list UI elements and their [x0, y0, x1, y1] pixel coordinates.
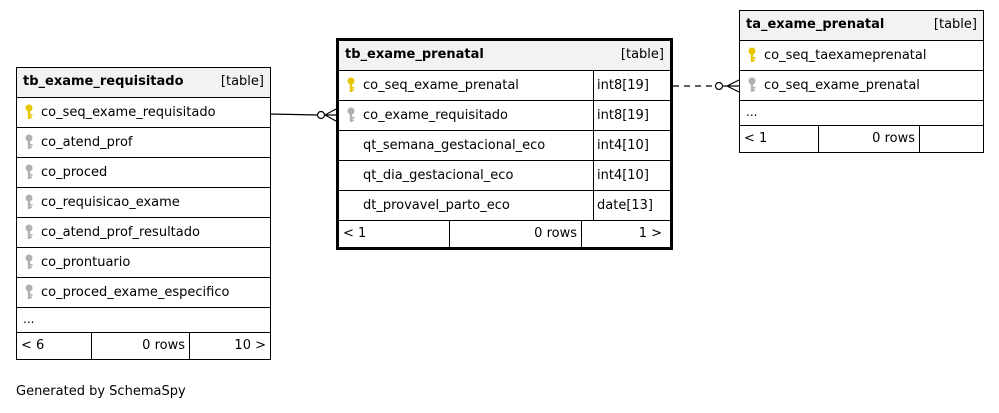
- column-name: co_seq_exame_prenatal: [363, 78, 519, 93]
- column-row[interactable]: qt_semana_gestacional_eco int4[10]: [339, 131, 670, 161]
- table-kind: [table]: [620, 47, 664, 62]
- column-row[interactable]: co_requisicao_exame: [17, 188, 270, 218]
- row-count: 0 rows: [534, 226, 577, 241]
- column-row[interactable]: qt_dia_gestacional_eco int4[10]: [339, 161, 670, 191]
- column-row[interactable]: co_prontuario: [17, 248, 270, 278]
- ellipsis-row: ...: [17, 308, 270, 333]
- foreign-key-icon: [25, 134, 33, 149]
- parents-count[interactable]: < 1: [343, 226, 367, 241]
- row-count: 0 rows: [142, 338, 185, 353]
- foreign-key-icon: [25, 224, 33, 239]
- table-footer: < 1 0 rows: [740, 126, 983, 152]
- column-name: co_proced_exame_especifico: [41, 285, 230, 300]
- table-footer: < 1 0 rows 1 >: [339, 221, 670, 247]
- table-ta-exame-prenatal[interactable]: ta_exame_prenatal [table] co_seq_taexame…: [739, 10, 984, 153]
- column-name: co_prontuario: [41, 255, 131, 270]
- column-type: int4[10]: [597, 138, 649, 153]
- table-kind: [table]: [933, 17, 977, 32]
- table-header: ta_exame_prenatal [table]: [740, 11, 983, 41]
- column-name: co_exame_requisitado: [363, 108, 509, 123]
- column-row[interactable]: co_atend_prof: [17, 128, 270, 158]
- column-row[interactable]: co_atend_prof_resultado: [17, 218, 270, 248]
- column-row[interactable]: co_proced: [17, 158, 270, 188]
- column-name: co_seq_exame_requisitado: [41, 105, 216, 120]
- children-count[interactable]: 10 >: [234, 338, 266, 353]
- primary-key-icon: [25, 104, 33, 119]
- column-type: int8[19]: [597, 108, 649, 123]
- table-header: tb_exame_prenatal [table]: [339, 41, 670, 71]
- foreign-key-icon: [25, 194, 33, 209]
- ellipsis-row: ...: [740, 101, 983, 126]
- foreign-key-icon: [25, 284, 33, 299]
- column-name: co_proced: [41, 165, 108, 180]
- column-row[interactable]: co_seq_exame_requisitado: [17, 98, 270, 128]
- foreign-key-icon: [748, 77, 756, 92]
- column-name: co_seq_taexameprenatal: [764, 48, 927, 63]
- table-name: ta_exame_prenatal: [746, 17, 885, 32]
- column-type: date[13]: [597, 198, 653, 213]
- foreign-key-icon: [25, 164, 33, 179]
- relationship-crowfoot: [324, 108, 337, 122]
- column-row[interactable]: co_proced_exame_especifico: [17, 278, 270, 308]
- relationship-optional-circle: [714, 81, 724, 91]
- parents-count[interactable]: < 1: [744, 131, 768, 146]
- foreign-key-icon: [347, 107, 355, 122]
- column-type: int8[19]: [597, 78, 649, 93]
- column-row[interactable]: co_exame_requisitado int8[19]: [339, 101, 670, 131]
- column-row[interactable]: co_seq_exame_prenatal: [740, 71, 983, 101]
- children-count[interactable]: 1 >: [638, 226, 662, 241]
- column-name: co_atend_prof_resultado: [41, 225, 200, 240]
- column-row[interactable]: co_seq_exame_prenatal int8[19]: [339, 71, 670, 101]
- relationship-optional-circle: [316, 110, 326, 120]
- table-name: tb_exame_requisitado: [23, 74, 184, 89]
- column-name: co_requisicao_exame: [41, 195, 180, 210]
- column-row[interactable]: co_seq_taexameprenatal: [740, 41, 983, 71]
- table-footer: < 6 0 rows 10 >: [17, 333, 270, 359]
- relationship-crowfoot: [723, 79, 740, 93]
- relationship-requisitado-prenatal: [269, 113, 319, 116]
- foreign-key-icon: [25, 254, 33, 269]
- table-kind: [table]: [220, 74, 264, 89]
- column-type: int4[10]: [597, 168, 649, 183]
- column-name: co_atend_prof: [41, 135, 133, 150]
- column-row[interactable]: dt_provavel_parto_eco date[13]: [339, 191, 670, 221]
- table-header: tb_exame_requisitado [table]: [17, 68, 270, 98]
- primary-key-icon: [748, 47, 756, 62]
- primary-key-icon: [347, 77, 355, 92]
- column-name: qt_dia_gestacional_eco: [363, 168, 514, 183]
- column-name: qt_semana_gestacional_eco: [363, 138, 546, 153]
- table-name: tb_exame_prenatal: [345, 47, 484, 62]
- table-tb-exame-prenatal[interactable]: tb_exame_prenatal [table] co_seq_exame_p…: [336, 38, 673, 250]
- parents-count[interactable]: < 6: [21, 338, 45, 353]
- column-name: co_seq_exame_prenatal: [764, 78, 920, 93]
- table-tb-exame-requisitado[interactable]: tb_exame_requisitado [table] co_seq_exam…: [16, 67, 271, 360]
- generated-by-credit: Generated by SchemaSpy: [16, 384, 186, 399]
- column-name: dt_provavel_parto_eco: [363, 198, 510, 213]
- row-count: 0 rows: [872, 131, 915, 146]
